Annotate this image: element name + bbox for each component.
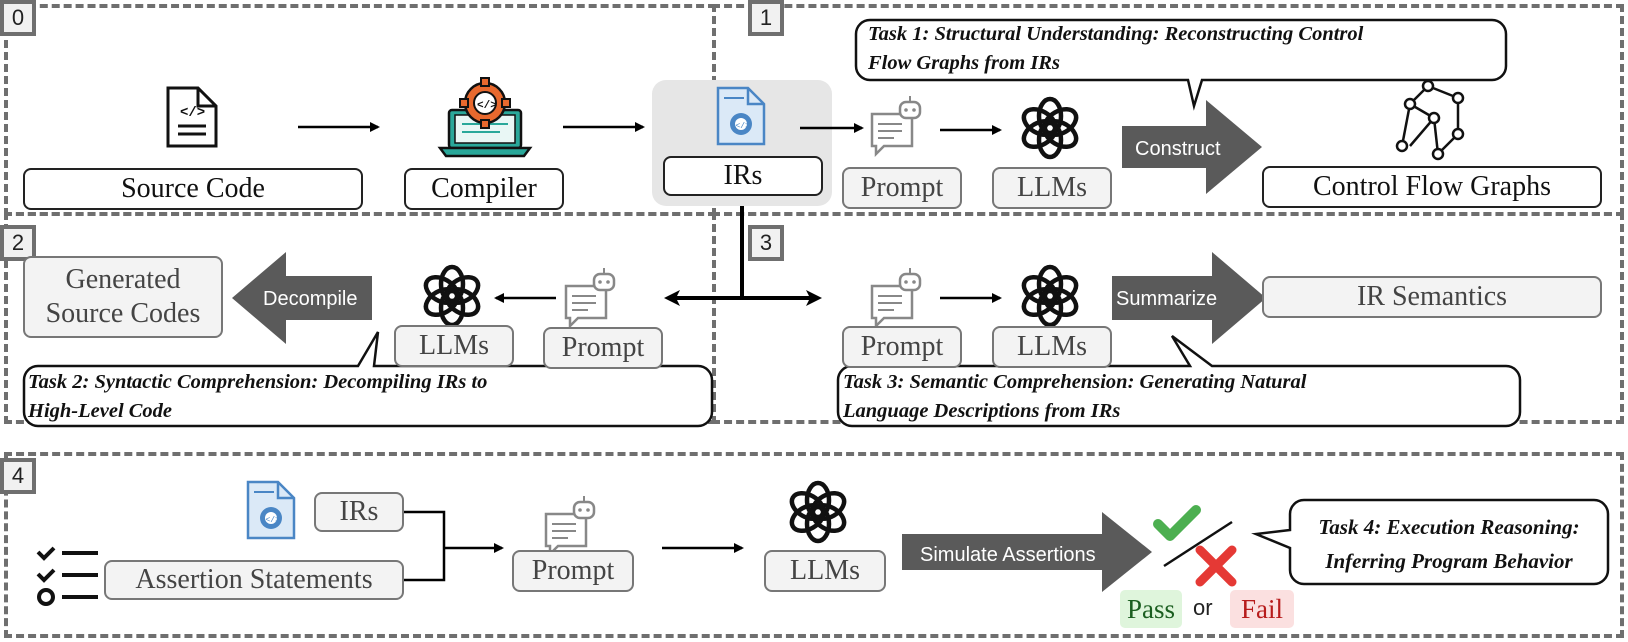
svg-text:</>: </> [477, 100, 497, 112]
llms-box-3: LLMs [992, 326, 1112, 368]
task3-line1: Task 3: Semantic Comprehension: Generati… [843, 371, 1307, 393]
openai-logo-icon [423, 264, 481, 328]
task4-bubble [1251, 498, 1610, 586]
task4-line2: Inferring Program Behavior [1325, 549, 1573, 573]
chat-bot-icon [870, 268, 922, 330]
pass-badge: Pass [1120, 590, 1182, 628]
region-number-4: 4 [0, 458, 36, 494]
svg-text:</>: </> [266, 516, 281, 525]
task1-text: Task 1: Structural Understanding: Recons… [868, 20, 1488, 78]
region-number-3: 3 [748, 225, 784, 261]
decompile-arrow [232, 252, 372, 344]
task2-bubble [22, 331, 714, 428]
task3-bubble [836, 335, 1522, 428]
slash-divider [1163, 520, 1233, 568]
decompile-label: Decompile [263, 288, 357, 310]
prompt-box-3: Prompt [842, 326, 962, 368]
laptop-gear-icon: </> [437, 77, 533, 158]
region-number-0: 0 [0, 0, 36, 36]
generated-line2: Source Codes [45, 298, 201, 329]
checklist-icon [36, 546, 98, 606]
construct-label: Construct [1135, 138, 1221, 160]
task1-line2: Flow Graphs from IRs [868, 52, 1060, 74]
task2-text: Task 2: Syntactic Comprehension: Decompi… [28, 368, 708, 426]
region-number-2: 2 [0, 225, 36, 261]
summarize-label: Summarize [1116, 288, 1217, 310]
task4-line1: Task 4: Execution Reasoning: [1318, 515, 1580, 539]
openai-logo-icon [1021, 96, 1079, 160]
ir-semantics-box: IR Semantics [1262, 276, 1602, 318]
simulate-assertions-label: Simulate Assertions [920, 544, 1096, 566]
task1-bubble [854, 18, 1508, 111]
openai-logo-icon [789, 480, 847, 544]
control-flow-graphs-box: Control Flow Graphs [1262, 166, 1602, 208]
svg-text:</>: </> [180, 105, 205, 121]
cross-icon [1195, 545, 1237, 587]
code-file-icon: </> [166, 86, 218, 148]
chat-bot-icon [564, 268, 616, 330]
task4-text: Task 4: Execution Reasoning: Inferring P… [1296, 510, 1602, 578]
region-4 [4, 452, 1624, 638]
llms-box-2: LLMs [394, 325, 514, 367]
control-flow-graph-icon [1395, 79, 1465, 161]
simulate-assertions-arrow [902, 512, 1152, 592]
irs-box-4: IRs [314, 492, 404, 532]
construct-arrow [1122, 100, 1262, 194]
generated-source-codes-box: Generated Source Codes [23, 256, 223, 338]
ir-document-icon: </> [716, 86, 766, 146]
task2-line2: High-Level Code [28, 400, 173, 422]
assertion-statements-box: Assertion Statements [104, 560, 404, 600]
source-code-box: Source Code [23, 168, 363, 210]
summarize-arrow [1112, 252, 1266, 344]
prompt-box-1: Prompt [842, 167, 962, 209]
irs-box: IRs [663, 156, 823, 196]
check-icon [1153, 505, 1201, 541]
task3-text: Task 3: Semantic Comprehension: Generati… [843, 368, 1503, 426]
task1-line1: Task 1: Structural Understanding: Recons… [868, 23, 1364, 45]
llms-box-1: LLMs [992, 167, 1112, 209]
prompt-box-2: Prompt [543, 327, 663, 369]
chat-bot-icon [870, 96, 922, 158]
svg-text:</>: </> [736, 122, 751, 131]
task2-line1: Task 2: Syntactic Comprehension: Decompi… [28, 371, 488, 393]
fail-badge: Fail [1230, 590, 1294, 628]
ir-document-icon: </> [246, 480, 296, 540]
region-number-1: 1 [748, 0, 784, 36]
or-text: or [1193, 595, 1213, 620]
prompt-box-4: Prompt [512, 550, 634, 592]
merge-line [404, 510, 446, 582]
openai-logo-icon [1021, 264, 1079, 328]
task3-line2: Language Descriptions from IRs [843, 400, 1121, 422]
compiler-box: Compiler [404, 168, 564, 210]
llms-box-4: LLMs [764, 550, 886, 592]
chat-bot-icon [544, 496, 596, 558]
generated-line1: Generated [65, 264, 181, 296]
